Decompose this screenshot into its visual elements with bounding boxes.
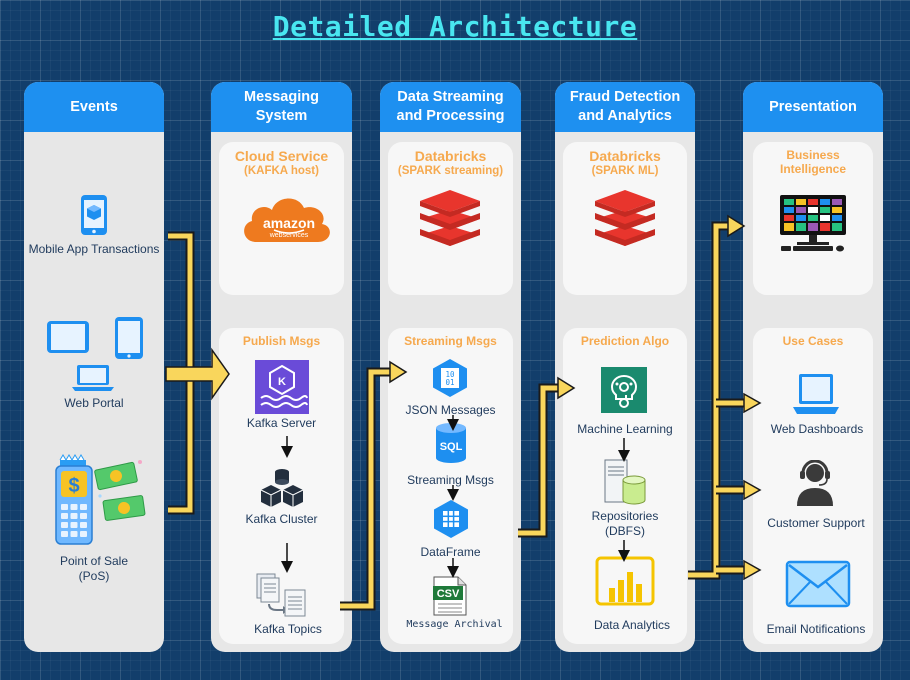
svg-text:K: K <box>278 376 286 388</box>
kafka-server-icon: K <box>255 360 309 414</box>
pos-label: Point of Sale (PoS) <box>59 554 129 583</box>
events-header: Events <box>24 82 164 132</box>
cloud-service-panel: Cloud Service (KAFKA host) amazon webser… <box>219 142 344 295</box>
email-notifications-label: Email Notifications <box>766 622 866 636</box>
message-archival-label: Message Archival <box>406 619 503 630</box>
databricks-streaming-subtitle: (SPARK streaming) <box>397 164 504 177</box>
data-analytics-label: Data Analytics <box>593 618 671 632</box>
svg-text:$: $ <box>68 475 79 497</box>
aws-cloud-icon: amazon webservices <box>244 198 330 242</box>
kafka-cluster-icon <box>260 469 304 507</box>
machine-learning-icon <box>601 367 647 413</box>
databricks-ml-title: Databricks <box>589 148 661 164</box>
data-analytics-chart-icon <box>595 556 655 606</box>
cloud-service-title: Cloud Service <box>234 148 329 164</box>
svg-text:CSV: CSV <box>437 588 460 600</box>
publish-msgs-title: Publish Msgs <box>242 334 321 348</box>
repositories-label: Repositories (DBFS) <box>591 509 659 538</box>
cloud-service-subtitle: (KAFKA host) <box>244 164 319 177</box>
machine-learning-label: Machine Learning <box>577 422 673 436</box>
web-dashboards-label: Web Dashboards <box>770 422 864 436</box>
customer-support-label: Customer Support <box>767 516 865 530</box>
mobile-phone-icon <box>81 195 107 235</box>
use-cases-title: Use Cases <box>782 334 844 348</box>
streaming-msgs-label: Streaming Msgs <box>407 473 494 487</box>
tablet-icon <box>47 321 89 353</box>
repository-server-icon <box>604 459 646 505</box>
svg-text:01: 01 <box>445 378 454 387</box>
kafka-server-label: Kafka Server <box>246 416 317 430</box>
json-messages-label: JSON Messages <box>405 403 496 417</box>
fraud-column: Fraud Detection and Analytics Databricks… <box>555 82 695 652</box>
web-portal-label: Web Portal <box>64 396 124 410</box>
streaming-header: Data Streaming and Processing <box>380 82 521 132</box>
business-intelligence-title: Business Intelligence <box>779 148 847 177</box>
databricks-icon <box>420 190 480 246</box>
presentation-column: Presentation Business Intelligence Use C… <box>743 82 883 652</box>
laptop-dashboard-icon <box>793 374 839 414</box>
databricks-streaming-title: Databricks <box>414 148 487 164</box>
databricks-icon <box>595 190 655 246</box>
sql-database-icon: SQL <box>436 423 466 463</box>
page-title: Detailed Architecture <box>272 10 638 43</box>
messaging-column: Messaging System Cloud Service (KAFKA ho… <box>211 82 352 652</box>
point-of-sale-icon: $ <box>55 454 146 545</box>
databricks-ml-subtitle: (SPARK ML) <box>591 164 659 177</box>
svg-text:amazon: amazon <box>263 215 315 231</box>
svg-text:SQL: SQL <box>440 441 463 453</box>
streaming-column: Data Streaming and Processing Databricks… <box>380 82 521 652</box>
messaging-header: Messaging System <box>211 82 352 132</box>
streaming-msgs-title: Streaming Msgs <box>404 334 497 348</box>
smartphone-icon <box>115 317 143 359</box>
databricks-streaming-panel: Databricks (SPARK streaming) <box>388 142 513 295</box>
json-messages-icon: 10 01 <box>433 359 467 397</box>
dataframe-icon <box>434 500 468 538</box>
dataframe-label: DataFrame <box>420 545 481 559</box>
kafka-cluster-label: Kafka Cluster <box>245 512 318 526</box>
svg-text:webservices: webservices <box>269 232 309 239</box>
email-envelope-icon <box>785 560 851 608</box>
presentation-header: Presentation <box>743 82 883 132</box>
fraud-header: Fraud Detection and Analytics <box>555 82 695 132</box>
events-column: Events Mobile App Transactions Web Porta… <box>24 82 164 652</box>
kafka-topics-label: Kafka Topics <box>254 622 322 636</box>
business-intelligence-panel: Business Intelligence <box>753 142 873 295</box>
customer-support-agent-icon <box>797 460 833 506</box>
mobile-app-label: Mobile App Transactions <box>28 242 160 256</box>
csv-file-icon: CSV <box>433 576 467 616</box>
databricks-ml-panel: Databricks (SPARK ML) <box>563 142 687 295</box>
kafka-topics-icon <box>256 573 306 617</box>
svg-text:10: 10 <box>445 370 455 379</box>
laptop-icon <box>72 365 114 391</box>
prediction-algo-title: Prediction Algo <box>580 334 670 348</box>
monitor-dashboard-icon <box>780 195 846 252</box>
